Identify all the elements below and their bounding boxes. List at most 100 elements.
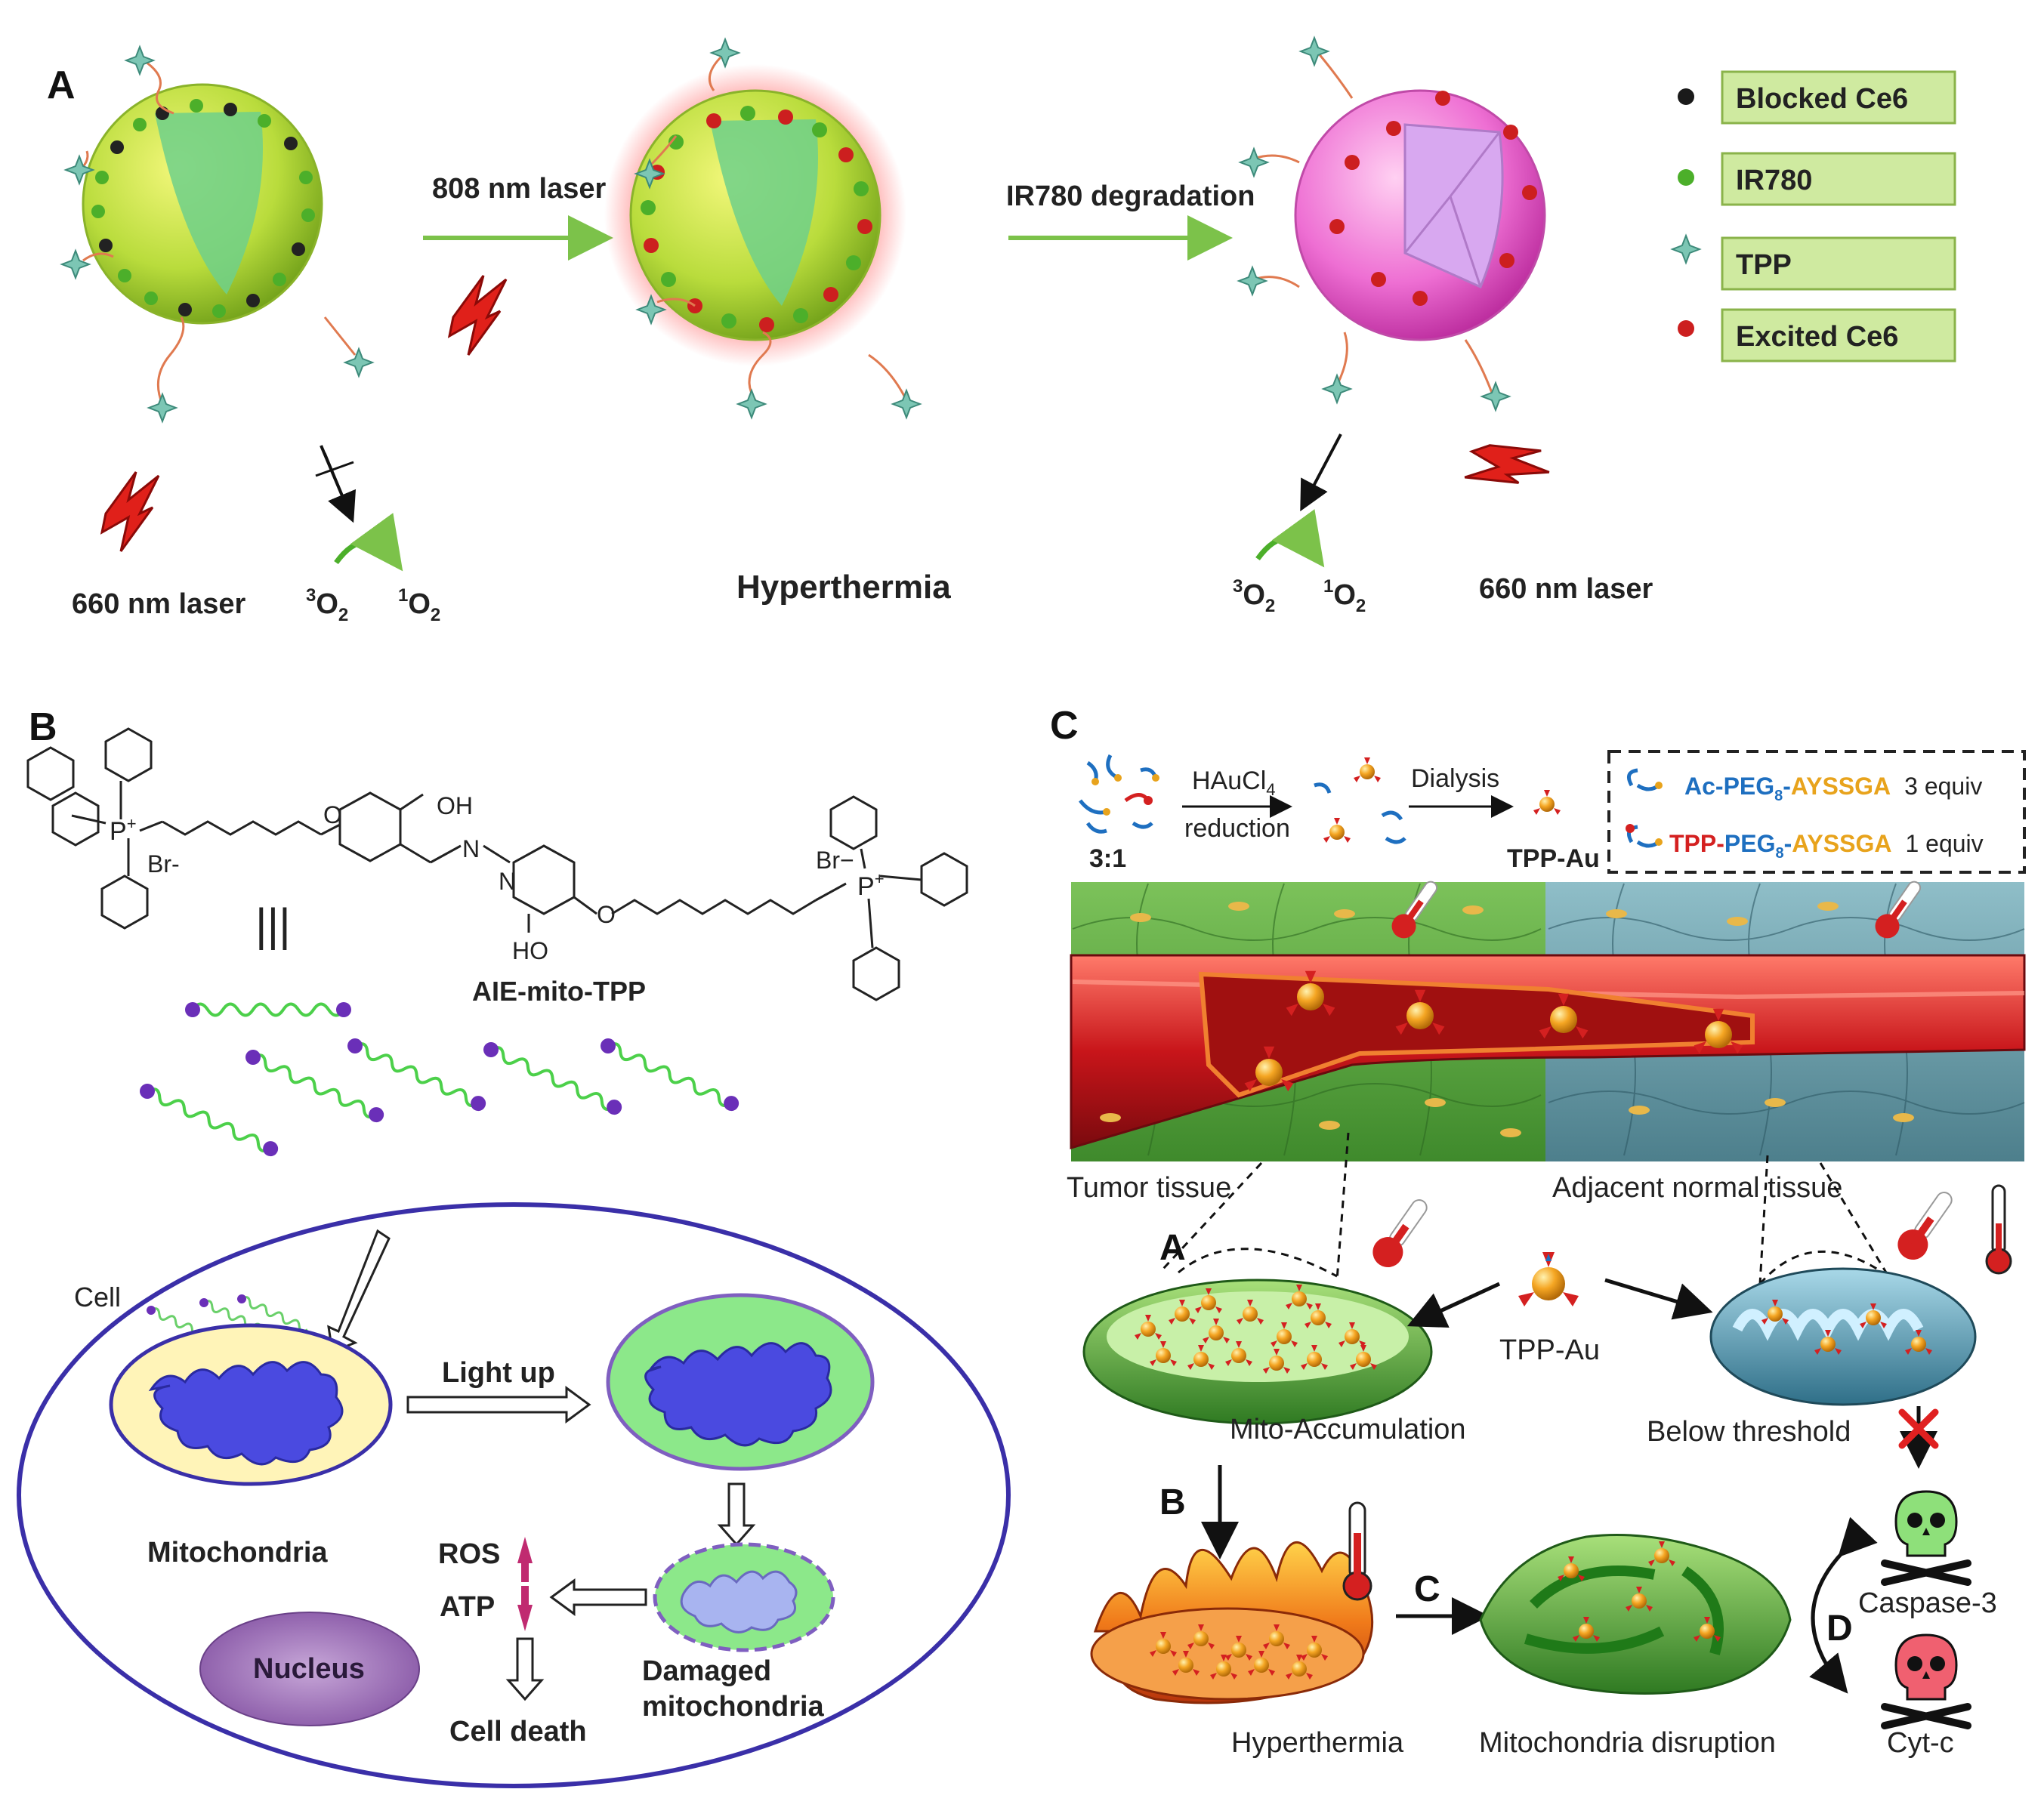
n-label-1: N (462, 835, 480, 862)
skull-cytc-icon (1885, 1635, 1968, 1726)
mitochondrion-damaged (653, 1542, 835, 1652)
ros-up-arrow (517, 1537, 533, 1582)
mitochondrion-accumulated (1082, 1279, 1433, 1425)
svg-text:Dialysis: Dialysis (1411, 764, 1499, 793)
thermometer-scale-right (1985, 1184, 2012, 1275)
zoom-lines (1162, 1132, 1890, 1285)
mitochondrion-disrupted (1479, 1534, 1792, 1695)
thermometer-normal (1875, 881, 1922, 939)
damaged-label-2: mitochondria (642, 1691, 825, 1723)
br-right: Br− (816, 847, 854, 874)
laser-label-left: 660 nm laser (72, 588, 245, 620)
svg-text:3O2: 3O2 (1233, 576, 1275, 616)
aie-probe-icons (140, 1002, 739, 1157)
aie-probe-3 (347, 1038, 486, 1112)
svg-text:reduction: reduction (1184, 814, 1290, 843)
tpp-au-product-icon (1533, 790, 1561, 815)
svg-text:Excited Ce6: Excited Ce6 (1736, 321, 1898, 353)
arrow-808nm-label: 808 nm laser (432, 173, 606, 205)
particle-3-dots (1329, 91, 1537, 306)
below-threshold-label: Below threshold (1647, 1416, 1851, 1448)
svg-text:TPP: TPP (1736, 249, 1792, 281)
tumor-tissue-label: Tumor tissue (1067, 1172, 1231, 1204)
svg-text:HAuCl4: HAuCl4 (1192, 767, 1276, 799)
legend-item-ir780: IR780 (1678, 152, 1956, 206)
hyperthermia-label-a: Hyperthermia (736, 569, 951, 606)
legend-item-tpp: TPP (1672, 235, 1956, 291)
laser-bolt-808 (448, 274, 508, 356)
step-c-label: C (1414, 1569, 1440, 1609)
cytc-label: Cyt-c (1887, 1727, 1954, 1759)
mitochondrion-healthy (109, 1323, 393, 1486)
aie-probe-large (185, 1002, 351, 1017)
mitochondrion-hyperthermia (1090, 1541, 1374, 1704)
o-left: O (323, 801, 342, 828)
mito-accumulation-label: Mito-Accumulation (1230, 1414, 1466, 1445)
step-b-label: B (1159, 1482, 1186, 1522)
au-cluster-intermediate (1314, 757, 1406, 844)
laser-bolt-660-right (1454, 420, 1554, 511)
svg-text:Light up: Light up (442, 1357, 555, 1389)
singlet-oxygen-left: 1O2 (398, 585, 440, 625)
n-label-2: N (499, 868, 516, 895)
svg-text:P+: P+ (110, 814, 137, 846)
compound-name: AIE-mito-TPP (472, 976, 646, 1007)
down-arrow-1 (717, 1482, 756, 1547)
arrow-to-normal-mito (1604, 1278, 1713, 1320)
panel-b: B (17, 705, 1011, 1788)
mitochondrion-normal (1709, 1267, 1977, 1406)
aie-probe-2 (245, 1050, 384, 1123)
aie-probe-5 (601, 1038, 739, 1112)
thermometer-mito-left (1372, 1199, 1428, 1268)
step-a-label: A (1159, 1228, 1186, 1268)
blocked-arrow (315, 445, 357, 523)
equivalence-symbol: ||| (255, 899, 291, 950)
cell-death-label: Cell death (449, 1716, 587, 1748)
curved-arrow-release (1809, 1516, 1878, 1694)
mito-disruption-label: Mitochondria disruption (1479, 1727, 1776, 1759)
synthesis-arrow-2: Dialysis (1409, 764, 1514, 818)
tpp-au-center-label: TPP-Au (1499, 1334, 1600, 1366)
cell-label: Cell (74, 1282, 121, 1313)
o-right: O (597, 901, 616, 928)
o2-conversion-arrow-right (1255, 509, 1325, 568)
tissue-mitochondria-dots (1100, 902, 1914, 1137)
oh-label: OH (437, 792, 473, 819)
ho-label: HO (512, 937, 548, 964)
nanoparticle-degraded (1238, 37, 1546, 411)
tpp-au-center-icon (1518, 1252, 1579, 1306)
panel-a: A (47, 37, 1956, 625)
nanoparticle-initial (61, 46, 373, 422)
mitochondria-label: Mitochondria (147, 1537, 328, 1569)
legend-item-blocked-ce6: Blocked Ce6 (1678, 70, 1956, 125)
p-atom-left: P+ (110, 814, 137, 846)
atp-down-arrow (517, 1586, 533, 1631)
singlet-arrow-right (1300, 433, 1342, 512)
tissue-scene (1070, 881, 2026, 1161)
red-x-icon (1898, 1408, 1939, 1449)
triplet-oxygen-right: 3O2 (1233, 576, 1275, 616)
panel-c-letter: C (1050, 704, 1079, 748)
br-left: Br- (147, 850, 180, 878)
thermometer-mito-right (1897, 1192, 1953, 1260)
light-up-arrow: Light up (406, 1357, 591, 1424)
svg-text:3O2: 3O2 (306, 585, 348, 625)
atp-label: ATP (440, 1591, 495, 1623)
svg-text:1O2: 1O2 (398, 585, 440, 625)
legend-a: Blocked Ce6 IR780 TPP Excited Ce6 (1672, 70, 1956, 362)
thermometer-tumor (1391, 881, 1438, 939)
svg-text:Nucleus: Nucleus (253, 1653, 365, 1685)
arrow-to-accumulation (1406, 1282, 1501, 1328)
laser-label-right: 660 nm laser (1479, 573, 1653, 605)
p-atom-right: P+ (857, 869, 885, 901)
tpp-au-product-label: TPP-Au (1507, 844, 1600, 873)
nanoparticle-heated (604, 39, 921, 418)
svg-text:IR780: IR780 (1736, 165, 1812, 196)
down-arrow-death (505, 1637, 545, 1701)
panel-a-letter: A (47, 63, 76, 107)
ros-label: ROS (438, 1538, 500, 1570)
cell-membrane (17, 1202, 1011, 1788)
